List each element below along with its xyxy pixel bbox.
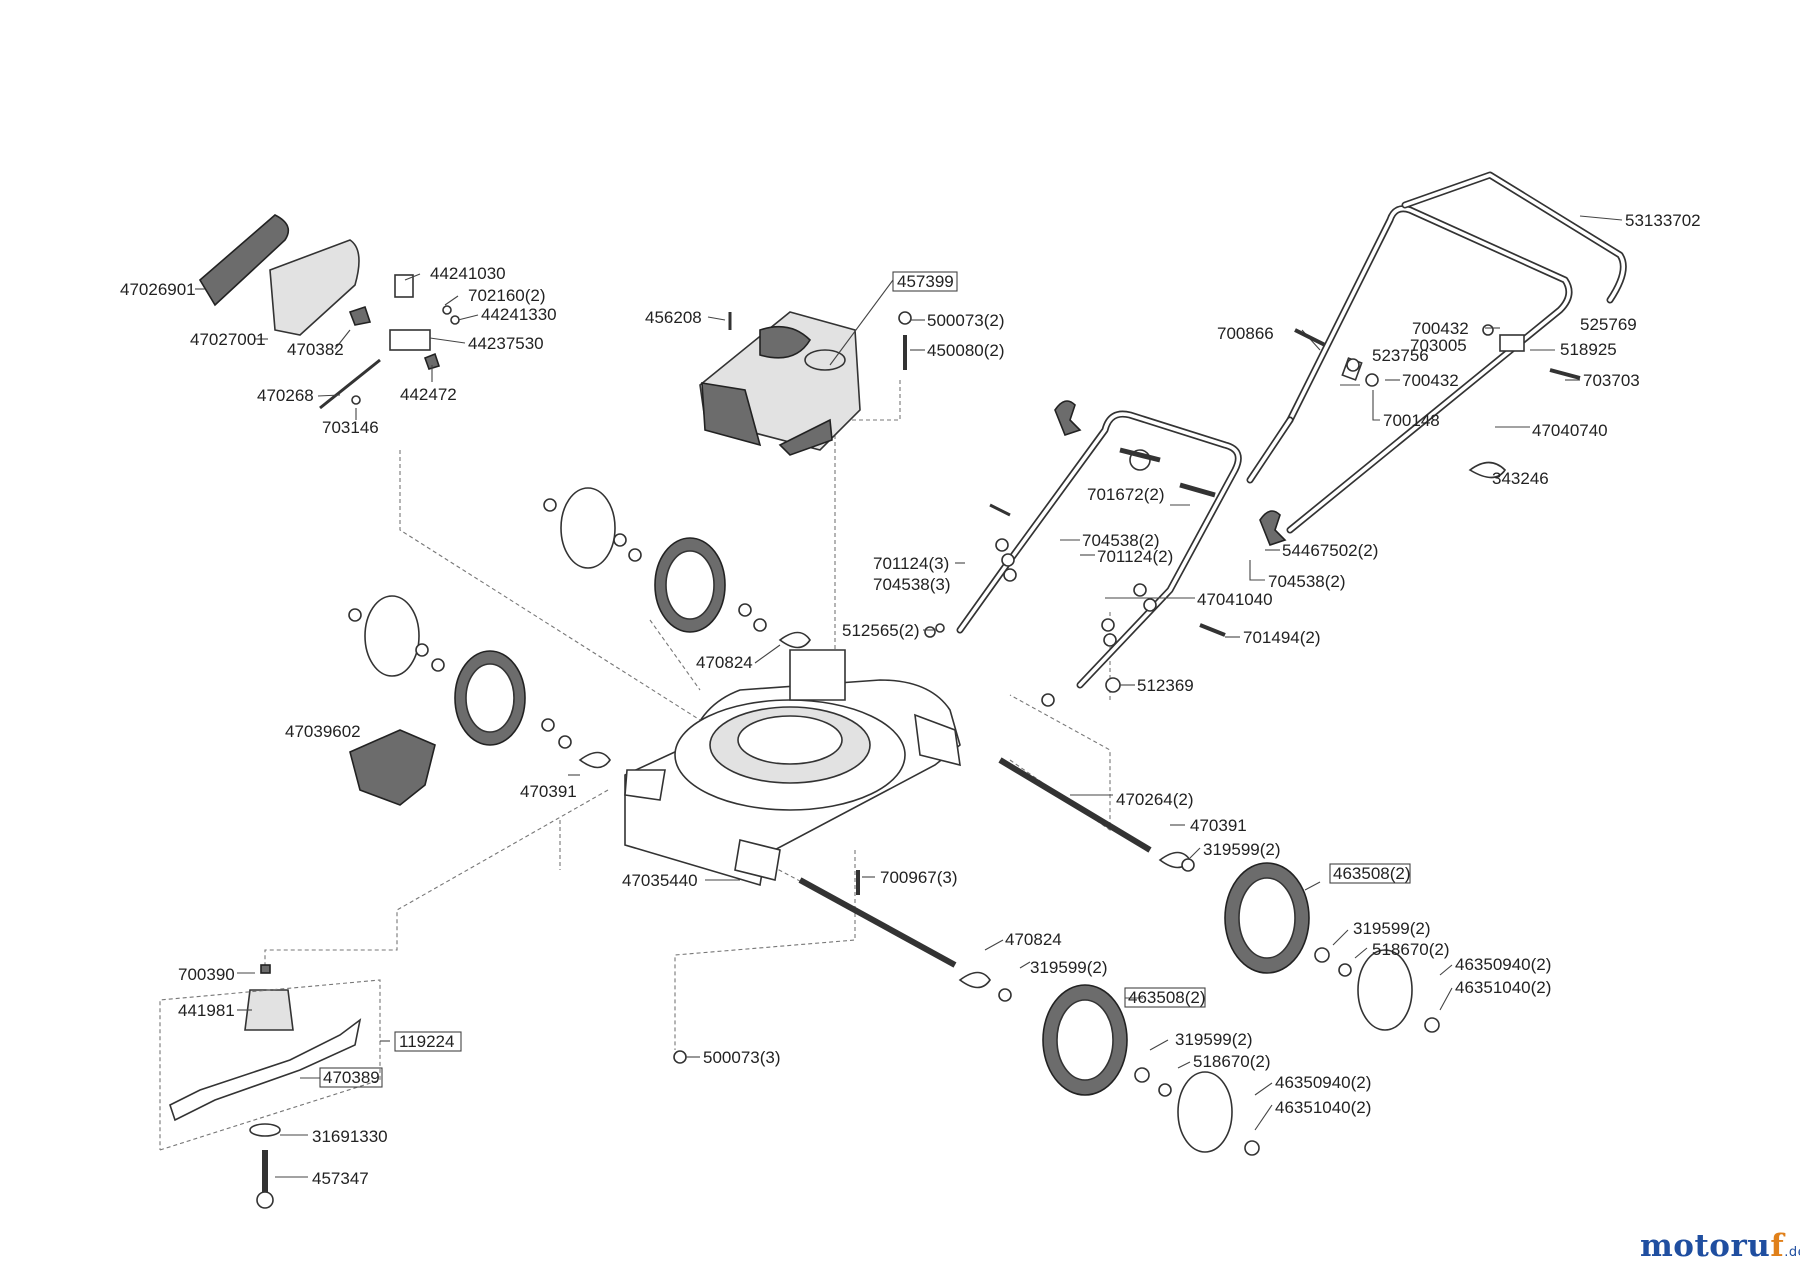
blade-assembly — [159, 964, 381, 1209]
logo-text-accent: f — [1770, 1228, 1785, 1264]
part-label-470382: 470382 — [287, 340, 344, 359]
part-label-457399: 457399 — [897, 272, 954, 291]
part-label-319599-2-d: 319599(2) — [1175, 1030, 1253, 1049]
part-label-518670-2-a: 518670(2) — [1372, 940, 1450, 959]
motoruf-logo: motoruf.de — [1640, 1228, 1800, 1264]
part-label-463508-2-a: 463508(2) — [1333, 864, 1411, 883]
part-label-703005: 703005 — [1410, 336, 1467, 355]
part-label-470389: 470389 — [323, 1068, 380, 1087]
assembly-guide-lines — [264, 380, 1111, 1050]
part-label-46350940-2-b: 46350940(2) — [1275, 1073, 1371, 1092]
part-label-47026901: 47026901 — [120, 280, 196, 299]
part-label-47027001: 47027001 — [190, 330, 266, 349]
logo-text-main: motoru — [1640, 1228, 1771, 1264]
part-label-47035440: 47035440 — [622, 871, 698, 890]
wheels — [348, 487, 1440, 1156]
small-parts — [673, 623, 945, 1064]
part-label-470264-2: 470264(2) — [1116, 790, 1194, 809]
part-label-523756: 523756 — [1372, 346, 1429, 365]
part-box-457399 — [892, 271, 958, 292]
part-label-470824-b: 470824 — [1005, 930, 1062, 949]
part-label-704538-2-a: 704538(2) — [1082, 531, 1160, 550]
part-label-470391-a: 470391 — [520, 782, 577, 801]
part-label-319599-2-a: 319599(2) — [1203, 840, 1281, 859]
part-label-500073-2: 500073(2) — [927, 311, 1005, 330]
part-label-470391-b: 470391 — [1190, 816, 1247, 835]
part-label-441981: 441981 — [178, 1001, 235, 1020]
engine — [699, 279, 912, 456]
part-label-512565-2: 512565(2) — [842, 621, 920, 640]
lower-handle — [924, 400, 1287, 707]
part-label-700967-3: 700967(3) — [880, 868, 958, 887]
part-labels: 53133702 457399 456208 500073(2) 450080(… — [120, 211, 1701, 1188]
part-label-47041040: 47041040 — [1197, 590, 1273, 609]
part-label-119224: 119224 — [399, 1032, 454, 1051]
part-label-450080-2: 450080(2) — [927, 341, 1005, 360]
part-label-463508-2-b: 463508(2) — [1128, 988, 1206, 1007]
part-label-525769: 525769 — [1580, 315, 1637, 334]
part-label-319599-2-b: 319599(2) — [1353, 919, 1431, 938]
part-label-700432-b: 700432 — [1402, 371, 1459, 390]
part-label-47039602: 47039602 — [285, 722, 361, 741]
part-label-518925: 518925 — [1560, 340, 1617, 359]
part-label-46351040-2-a: 46351040(2) — [1455, 978, 1551, 997]
part-label-44241030: 44241030 — [430, 264, 506, 283]
part-label-512369: 512369 — [1137, 676, 1194, 695]
part-label-456208: 456208 — [645, 308, 702, 327]
part-label-700148: 700148 — [1383, 411, 1440, 430]
leader-lines — [195, 273, 1580, 1178]
part-label-46351040-2-b: 46351040(2) — [1275, 1098, 1371, 1117]
part-label-700390: 700390 — [178, 965, 235, 984]
part-label-343246: 343246 — [1492, 469, 1549, 488]
part-box-470389 — [319, 1067, 383, 1088]
part-label-500073-3: 500073(3) — [703, 1048, 781, 1067]
part-label-470268: 470268 — [257, 386, 314, 405]
part-label-701494-2: 701494(2) — [1243, 628, 1321, 647]
part-label-44241330: 44241330 — [481, 305, 557, 324]
mower-deck — [624, 649, 961, 887]
part-label-703703: 703703 — [1583, 371, 1640, 390]
part-box-119224 — [394, 1031, 462, 1052]
part-label-44237530: 44237530 — [468, 334, 544, 353]
part-label-54467502-2: 54467502(2) — [1282, 541, 1378, 560]
part-label-319599-2-c: 319599(2) — [1030, 958, 1108, 977]
part-label-700866: 700866 — [1217, 324, 1274, 343]
logo-text-suffix: .de — [1784, 1245, 1800, 1260]
part-label-701672-2: 701672(2) — [1087, 485, 1165, 504]
part-box-463508-2-a — [1329, 863, 1411, 884]
part-label-701124-3: 701124(3) — [873, 554, 949, 573]
part-label-704538-3: 704538(3) — [873, 575, 951, 594]
part-label-470824-a: 470824 — [696, 653, 753, 672]
grass-bag-parts — [198, 214, 460, 410]
part-label-702160-2: 702160(2) — [468, 286, 546, 305]
part-label-704538-2-b: 704538(2) — [1268, 572, 1346, 591]
part-box-463508-2-b — [1124, 987, 1206, 1008]
part-label-457347: 457347 — [312, 1169, 369, 1188]
part-label-46350940-2-a: 46350940(2) — [1455, 955, 1551, 974]
part-label-703146: 703146 — [322, 418, 379, 437]
part-label-442472: 442472 — [400, 385, 457, 404]
part-label-31691330: 31691330 — [312, 1127, 388, 1146]
part-label-518670-2-b: 518670(2) — [1193, 1052, 1271, 1071]
part-label-701124-2: 701124(2) — [1097, 547, 1173, 566]
part-label-47040740: 47040740 — [1532, 421, 1608, 440]
mulch-plug — [349, 729, 436, 806]
part-label-700432-a: 700432 — [1412, 319, 1469, 338]
part-label-53133702: 53133702 — [1625, 211, 1701, 230]
